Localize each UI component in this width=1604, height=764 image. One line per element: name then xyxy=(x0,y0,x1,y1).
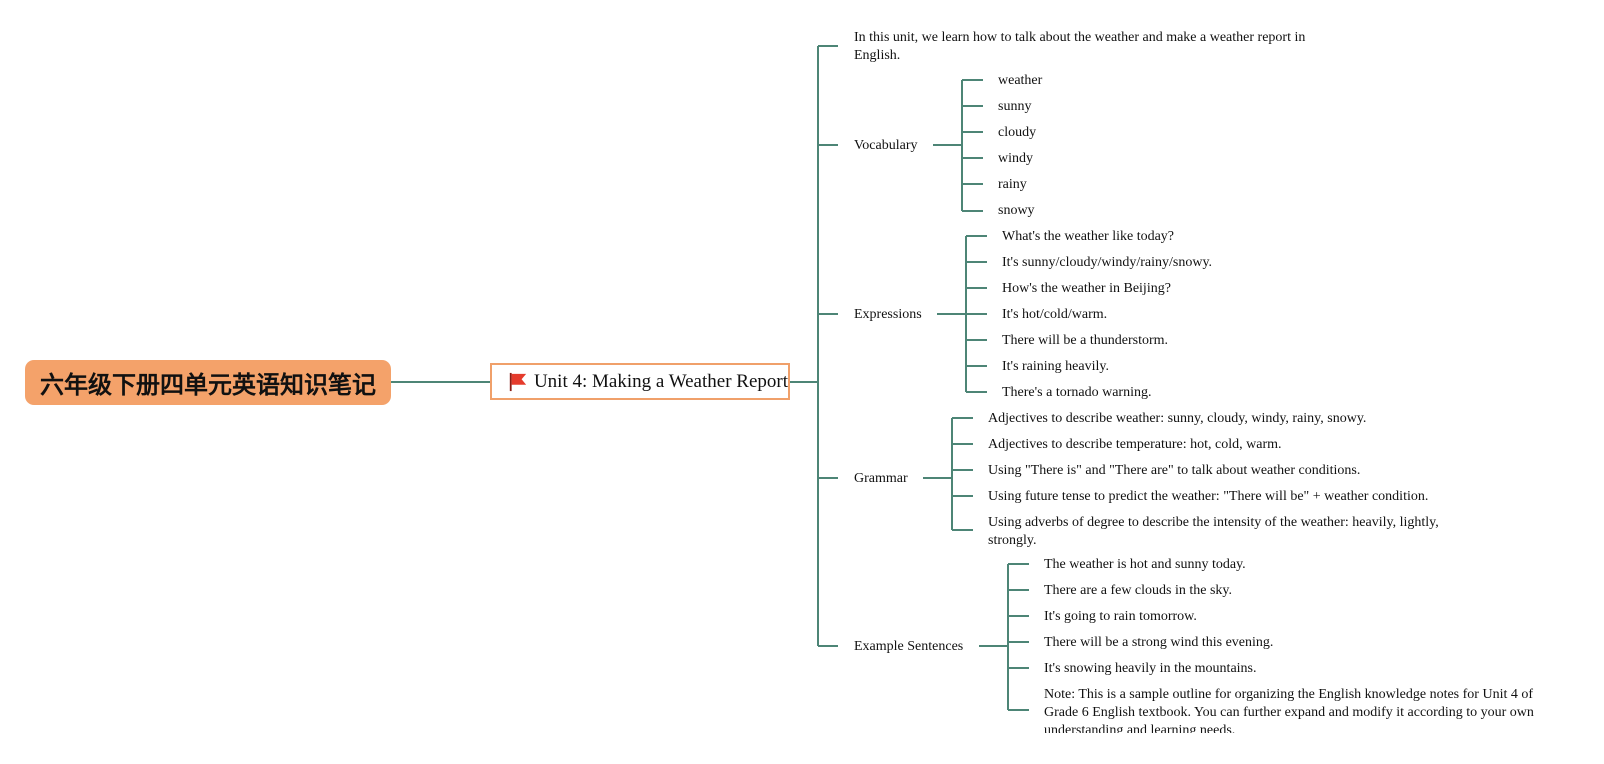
grammar-item[interactable]: Adjectives to describe weather: sunny, c… xyxy=(988,411,1367,426)
example-item[interactable]: It's snowing heavily in the mountains. xyxy=(1044,661,1257,676)
expression-item[interactable]: What's the weather like today? xyxy=(1002,229,1175,244)
branch-expressions[interactable]: Expressions xyxy=(854,307,922,322)
unit-topic[interactable]: Unit 4: Making a Weather Report xyxy=(490,363,790,400)
example-item[interactable]: There are a few clouds in the sky. xyxy=(1044,583,1233,598)
vocab-item[interactable]: windy xyxy=(998,151,1033,166)
vocab-item[interactable]: cloudy xyxy=(998,125,1037,140)
root-topic-label: 六年级下册四单元英语知识笔记 xyxy=(40,371,376,399)
grammar-item[interactable]: Adjectives to describe temperature: hot,… xyxy=(988,437,1282,452)
expression-item[interactable]: It's sunny/cloudy/windy/rainy/snowy. xyxy=(1002,255,1213,270)
root-topic[interactable]: 六年级下册四单元英语知识笔记 xyxy=(25,360,391,405)
vocab-item[interactable]: sunny xyxy=(998,99,1032,114)
branch-grammar[interactable]: Grammar xyxy=(854,471,908,486)
vocab-item[interactable]: rainy xyxy=(998,177,1027,192)
example-item[interactable]: There will be a strong wind this evening… xyxy=(1044,635,1274,650)
expression-item[interactable]: How's the weather in Beijing? xyxy=(1002,281,1171,296)
expression-item[interactable]: It's hot/cold/warm. xyxy=(1002,307,1108,322)
branch-example-sentences[interactable]: Example Sentences xyxy=(854,639,964,654)
red-flag-icon xyxy=(509,372,527,391)
vocab-item[interactable]: weather xyxy=(998,73,1043,88)
branch-vocabulary[interactable]: Vocabulary xyxy=(854,138,918,153)
expression-item[interactable]: It's raining heavily. xyxy=(1002,359,1109,374)
grammar-item[interactable]: Using future tense to predict the weathe… xyxy=(988,489,1429,504)
expression-item[interactable]: There's a tornado warning. xyxy=(1002,385,1152,400)
example-note[interactable]: Note: This is a sample outline for organ… xyxy=(1044,687,1534,733)
grammar-item[interactable]: Using adverbs of degree to describe the … xyxy=(988,515,1439,547)
expression-item[interactable]: There will be a thunderstorm. xyxy=(1002,333,1169,348)
intro-text[interactable]: In this unit, we learn how to talk about… xyxy=(854,30,1306,63)
grammar-item[interactable]: Using "There is" and "There are" to talk… xyxy=(988,463,1361,478)
unit-topic-label: Unit 4: Making a Weather Report xyxy=(533,370,788,392)
example-item[interactable]: The weather is hot and sunny today. xyxy=(1044,557,1246,572)
example-item[interactable]: It's going to rain tomorrow. xyxy=(1044,609,1197,624)
vocab-item[interactable]: snowy xyxy=(998,203,1035,218)
